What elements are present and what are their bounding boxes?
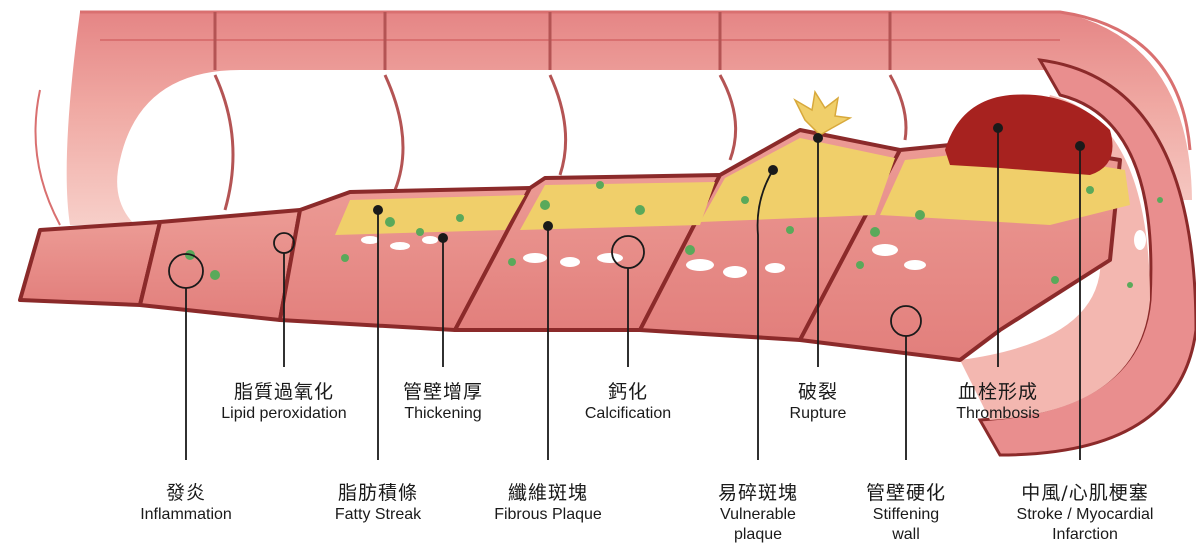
label-en: Stiffening wall: [868, 505, 944, 545]
label-thrombosis: 血栓形成 Thrombosis: [938, 380, 1058, 424]
label-en: Stroke / Myocardial Infarction: [990, 505, 1180, 545]
label-zh: 脂肪積條: [308, 481, 448, 505]
label-lipid-peroxidation: 脂質過氧化 Lipid peroxidation: [194, 380, 374, 424]
label-en: Fatty Streak: [308, 505, 448, 525]
label-fatty-streak: 脂肪積條 Fatty Streak: [308, 481, 448, 525]
label-zh: 發炎: [116, 481, 256, 505]
label-inflammation: 發炎 Inflammation: [116, 481, 256, 525]
label-calcification: 鈣化 Calcification: [568, 380, 688, 424]
label-zh: 管壁硬化: [846, 481, 966, 505]
label-zh: 脂質過氧化: [194, 380, 374, 404]
label-en: Calcification: [568, 404, 688, 424]
label-en: Vulnerable plaque: [716, 505, 800, 545]
label-vulnerable-plaque: 易碎斑塊 Vulnerable plaque: [698, 481, 818, 545]
label-en: Inflammation: [116, 505, 256, 525]
label-stroke-mi: 中風/心肌梗塞 Stroke / Myocardial Infarction: [982, 481, 1188, 545]
label-zh: 易碎斑塊: [698, 481, 818, 505]
label-zh: 纖維斑塊: [473, 481, 623, 505]
label-en: Rupture: [768, 404, 868, 424]
label-en: Thrombosis: [938, 404, 1058, 424]
label-en: Lipid peroxidation: [194, 404, 374, 424]
label-en: Fibrous Plaque: [473, 505, 623, 525]
rupture-burst: [795, 92, 850, 135]
label-thickening: 管壁增厚 Thickening: [383, 380, 503, 424]
label-zh: 鈣化: [568, 380, 688, 404]
label-stiffening-wall: 管壁硬化 Stiffening wall: [846, 481, 966, 545]
label-zh: 破裂: [768, 380, 868, 404]
label-zh: 血栓形成: [938, 380, 1058, 404]
label-fibrous-plaque: 纖維斑塊 Fibrous Plaque: [473, 481, 623, 525]
label-rupture: 破裂 Rupture: [768, 380, 868, 424]
label-zh: 管壁增厚: [383, 380, 503, 404]
label-zh: 中風/心肌梗塞: [982, 481, 1188, 505]
label-en: Thickening: [383, 404, 503, 424]
